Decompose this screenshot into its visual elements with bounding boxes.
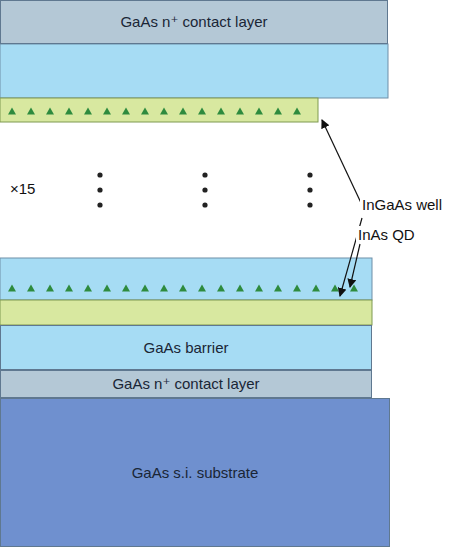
layer-label: GaAs n⁺ contact layer (120, 13, 267, 31)
barrier-layer: GaAs barrier (0, 325, 372, 370)
contact-layer: GaAs n⁺ contact layer (0, 0, 388, 44)
layer-label: GaAs n⁺ contact layer (112, 375, 259, 393)
callout-label: InAs QD (356, 226, 417, 243)
layer-label: GaAs s.i. substrate (132, 464, 259, 481)
well-layer (0, 300, 372, 325)
barrier-layer (0, 258, 372, 300)
barrier-layer (0, 44, 388, 98)
contact-layer: GaAs n⁺ contact layer (0, 370, 372, 398)
well-layer (0, 98, 318, 122)
substrate-layer: GaAs s.i. substrate (0, 398, 390, 547)
repeat-count: ×15 (8, 180, 37, 197)
leader-lines (322, 120, 362, 296)
callout-label: InGaAs well (360, 196, 444, 213)
quantum-dots (8, 108, 358, 292)
layer-label: GaAs barrier (143, 339, 228, 356)
repeat-dots (97, 172, 312, 207)
